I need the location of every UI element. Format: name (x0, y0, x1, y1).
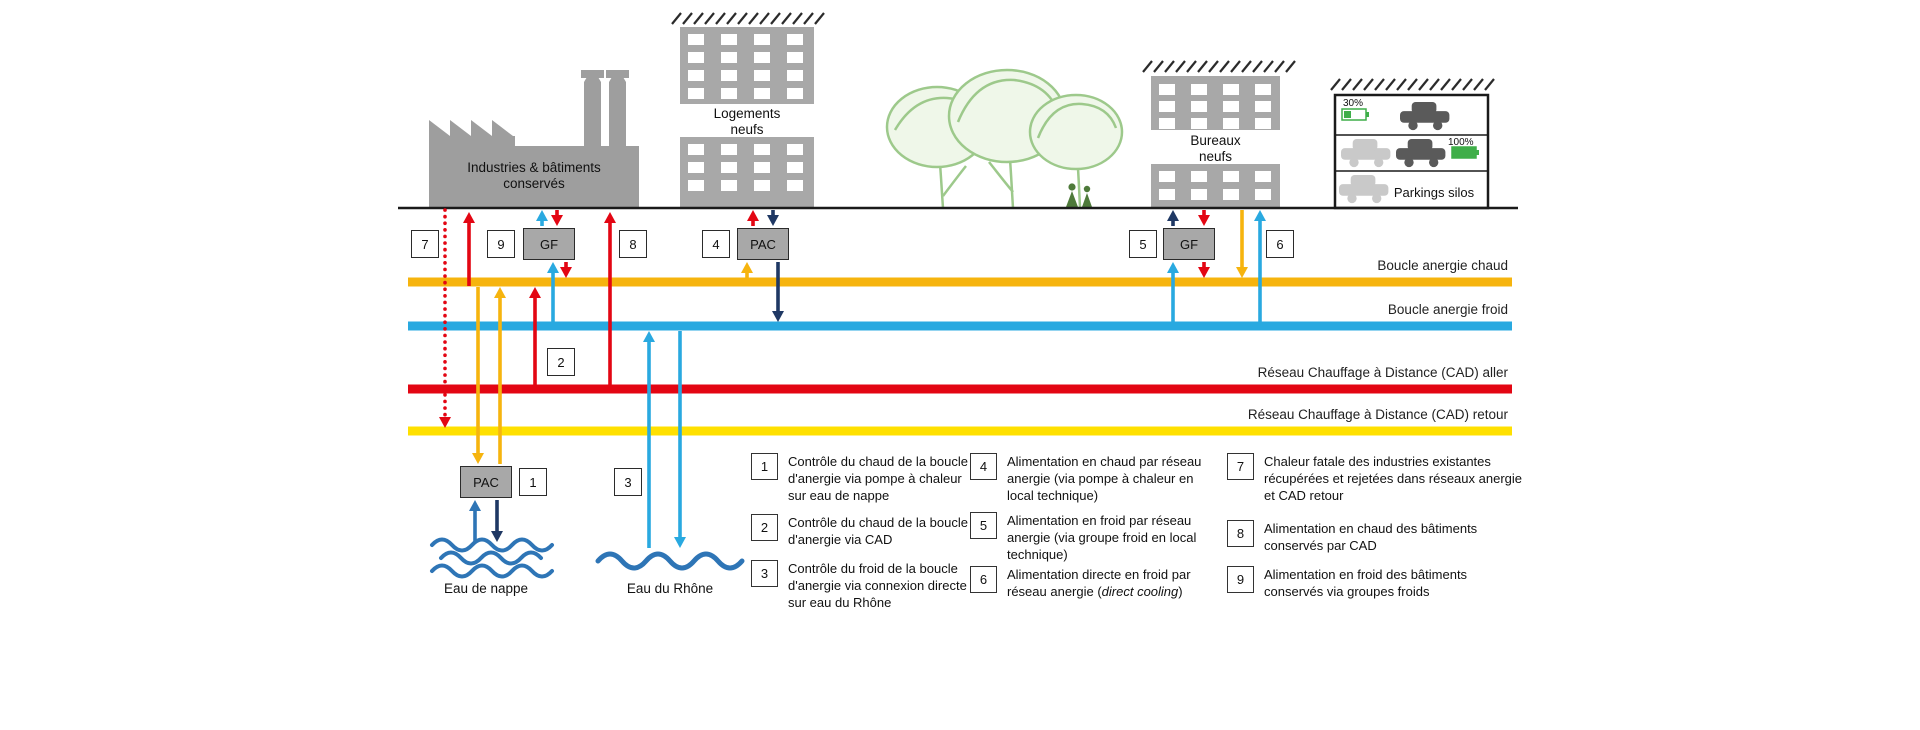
legend-text: Alimentation en froid des bâtiments cons… (1264, 567, 1468, 599)
offices-building (1151, 76, 1280, 208)
legend-text: Chaleur fatale des industries existantes… (1264, 454, 1522, 503)
people-icons (1066, 183, 1092, 207)
legend-num-box: 4 (970, 453, 997, 480)
flow-arrow (472, 287, 484, 464)
factory-label: Industries & bâtiments conservés (429, 160, 639, 192)
flow-arrow (643, 331, 655, 548)
nappe-label: Eau de nappe (443, 581, 529, 596)
flow-arrow (560, 262, 572, 278)
legend-text: Alimentation en chaud des bâtiments cons… (1264, 521, 1478, 553)
rhone-label: Eau du Rhône (626, 581, 714, 596)
housing-building (680, 27, 814, 208)
legend-text: Alimentation en froid par réseau anergie… (1007, 513, 1197, 562)
housing-label-line1: Logements (713, 106, 781, 121)
roof-hatching-icon (1142, 60, 1296, 73)
flow-arrow (469, 500, 481, 542)
flow-arrow (551, 210, 563, 226)
flow-arrow (747, 210, 759, 226)
parking-label: Parkings silos (1393, 185, 1475, 200)
flow-arrow (439, 208, 451, 428)
flow-arrow (1198, 210, 1210, 226)
housing-windows (688, 34, 803, 191)
roof-hatching-icon (671, 12, 825, 25)
flow-arrow (1236, 210, 1248, 278)
flow-arrow (1167, 210, 1179, 226)
trees (885, 68, 1124, 209)
offices-label: Bureaux neufs (1151, 133, 1280, 165)
flow-arrow (547, 262, 559, 322)
housing-label-line2: neufs (730, 121, 764, 137)
legend-text: Alimentation en chaud par réseau anergie… (1007, 454, 1202, 503)
boucle-froid-label: Boucle anergie froid (1387, 302, 1508, 317)
legend-text: Alimentation directe en froid par réseau… (1007, 567, 1191, 599)
water-nappe-waves (430, 537, 554, 579)
legend-num-box: 5 (970, 512, 997, 539)
flow-arrow (767, 210, 779, 226)
legend-num-box: 6 (970, 566, 997, 593)
roof-hatching-icon (1330, 78, 1495, 91)
legend-num-box: 3 (751, 560, 778, 587)
flow-arrow (491, 500, 503, 542)
offices-label-line1: Bureaux (1190, 133, 1241, 148)
flow-arrow (536, 210, 548, 226)
legend-num-box: 8 (1227, 520, 1254, 547)
flow-arrow (674, 331, 686, 548)
offices-windows (1159, 84, 1271, 200)
flow-arrow (1198, 262, 1210, 278)
legend-num-box: 1 (751, 453, 778, 480)
cad-aller-label: Réseau Chauffage à Distance (CAD) aller (1257, 365, 1508, 380)
flow-arrow (772, 262, 784, 322)
legend-text: Contrôle du chaud de la boucle d'anergie… (788, 454, 968, 503)
factory-building (429, 70, 639, 208)
battery-percent-label: 100% (1448, 137, 1474, 148)
legend-num-box: 7 (1227, 453, 1254, 480)
flow-arrow (529, 287, 541, 385)
flow-arrow (1167, 262, 1179, 322)
battery-icon (1341, 108, 1369, 121)
legend-text: Contrôle du froid de la boucle d'anergie… (788, 561, 967, 610)
legend-text: Contrôle du chaud de la boucle d'anergie… (788, 515, 968, 547)
flow-arrow (604, 212, 616, 385)
boucle-chaud-label: Boucle anergie chaud (1377, 258, 1508, 273)
water-rhone-wave (595, 551, 745, 571)
legend-num-box: 2 (751, 514, 778, 541)
flow-arrow (463, 212, 475, 286)
cad-retour-label: Réseau Chauffage à Distance (CAD) retour (1247, 407, 1508, 422)
flow-arrow (494, 287, 506, 464)
housing-label: Logements neufs (680, 106, 814, 138)
factory-label-line2: conservés (503, 175, 565, 191)
battery-percent-label: 30% (1343, 98, 1363, 109)
offices-label-line2: neufs (1198, 148, 1233, 164)
legend-num-box: 9 (1227, 566, 1254, 593)
flow-arrow (1254, 210, 1266, 322)
factory-label-line1: Industries & bâtiments (467, 160, 601, 175)
battery-icon (1451, 146, 1479, 159)
flow-arrow (741, 262, 753, 282)
